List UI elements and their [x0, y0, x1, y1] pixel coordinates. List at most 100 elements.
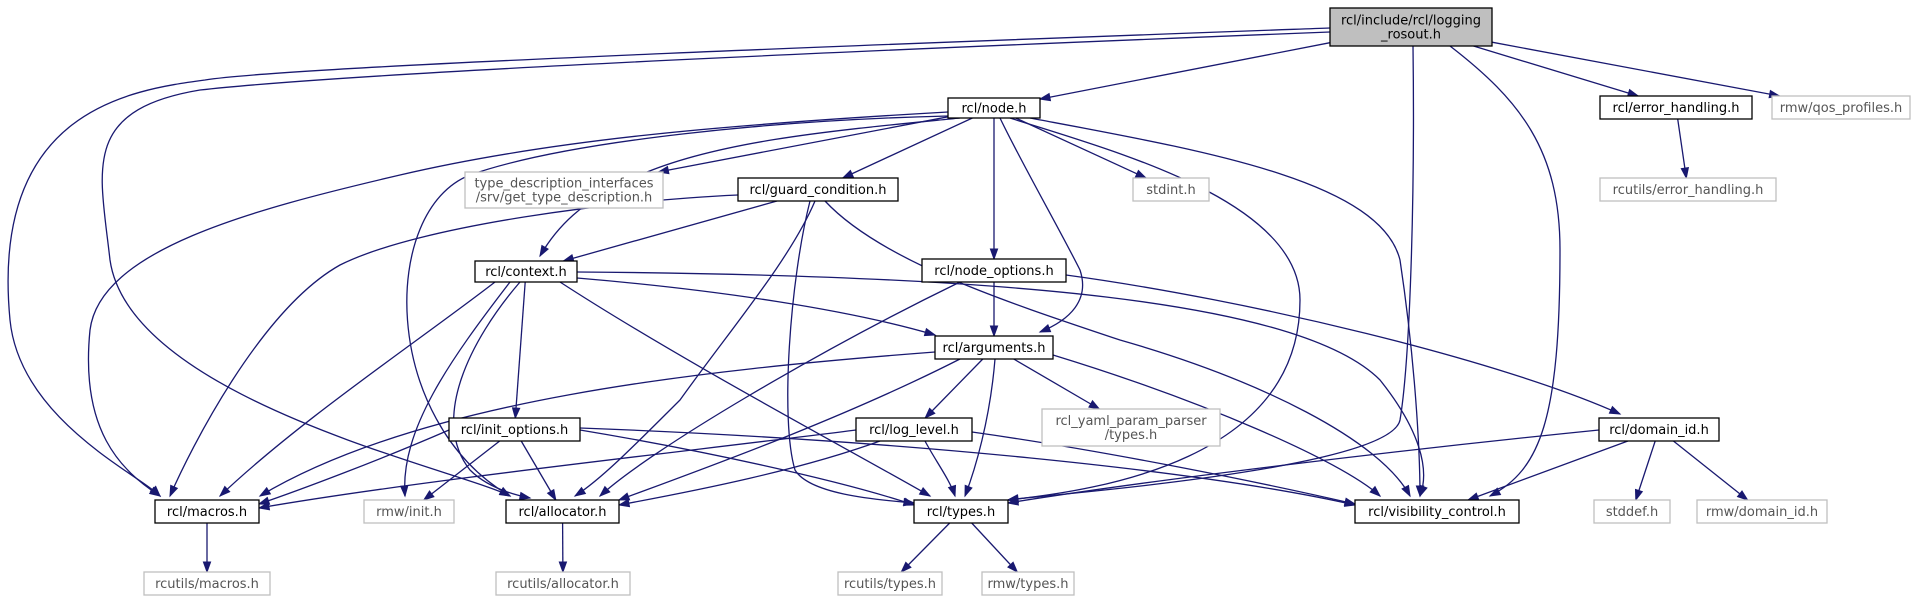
node-box	[837, 571, 943, 596]
node-box	[464, 171, 664, 209]
edge-types-to-rcutils_types	[900, 522, 951, 574]
node-log-level[interactable]: rcl/log_level.h	[855, 417, 973, 442]
node-error-handling[interactable]: rcl/error_handling.h	[1599, 95, 1753, 120]
node-qos-profiles: rmw/qos_profiles.h	[1771, 95, 1911, 120]
edge-init_options-to-types	[579, 429, 916, 506]
node-box	[1598, 417, 1720, 442]
edge-arguments-to-visibility	[1052, 354, 1382, 497]
node-domain-id[interactable]: rcl/domain_id.h	[1598, 417, 1720, 442]
edge-node_options-to-arguments	[989, 282, 999, 338]
node-label: rcl/visibility_control.h	[1368, 505, 1506, 520]
node-box	[1593, 499, 1671, 524]
node-box	[363, 499, 455, 524]
node-label: rcutils/allocator.h	[507, 577, 619, 592]
node-box	[1599, 177, 1777, 202]
edge-context-to-types	[559, 281, 932, 497]
node-label: rmw/types.h	[988, 577, 1069, 592]
edge-context-to-macros	[218, 281, 496, 498]
edge-allocator-to-rcutils_allocator	[558, 522, 568, 574]
node-box	[981, 571, 1075, 596]
node-label: /srv/get_type_description.h	[476, 191, 653, 206]
edge-logging_rosout-to-visibility	[1449, 45, 1561, 497]
node-label: rcl/guard_condition.h	[749, 183, 886, 198]
node-box	[474, 260, 578, 283]
edge-guard_condition-to-types	[787, 200, 916, 507]
node-box	[505, 499, 620, 524]
node-rcutils-types: rcutils/types.h	[837, 571, 943, 596]
edge-arguments-to-types	[964, 358, 996, 498]
node-label: rcl/arguments.h	[943, 341, 1046, 356]
node-label: rcl/types.h	[927, 505, 995, 520]
edge-logging_rosout-to-node	[1038, 42, 1331, 102]
edge-arguments-to-allocator	[617, 358, 961, 501]
node-box	[1354, 499, 1520, 524]
node-context[interactable]: rcl/context.h	[474, 260, 578, 283]
edge-types-to-rmw_types	[971, 522, 1019, 574]
node-box	[737, 177, 899, 202]
node-box	[1599, 95, 1753, 120]
node-label: stddef.h	[1606, 505, 1658, 520]
node-label: rcl/init_options.h	[461, 423, 569, 438]
node-types[interactable]: rcl/types.h	[913, 499, 1009, 524]
edge-log_level-to-macros	[257, 429, 857, 511]
node-box	[154, 499, 260, 524]
node-box	[1041, 408, 1221, 447]
graph-nodes: rcl/include/rcl/logging_rosout.h rcl/node…	[143, 7, 1911, 596]
node-box	[495, 571, 631, 596]
node-allocator[interactable]: rcl/allocator.h	[505, 499, 620, 524]
graph-edges	[7, 27, 1782, 574]
node-arguments[interactable]: rcl/arguments.h	[934, 335, 1054, 360]
edge-error_handling-to-rcutils_error_handling	[1677, 118, 1690, 180]
node-type-desc: type_description_interfaces/srv/get_type…	[464, 171, 664, 209]
edge-arguments-to-yaml_types	[1013, 358, 1101, 410]
node-guard-condition[interactable]: rcl/guard_condition.h	[737, 177, 899, 202]
node-node[interactable]: rcl/node.h	[947, 97, 1041, 119]
edge-log_level-to-types	[924, 440, 957, 498]
node-label: rcl/log_level.h	[869, 423, 959, 438]
edge-context-to-allocator	[453, 281, 532, 501]
edge-guard_condition-to-visibility	[824, 200, 1411, 498]
edge-node-to-arguments	[999, 117, 1084, 333]
edge-node-to-macros	[87, 111, 949, 497]
node-visibility[interactable]: rcl/visibility_control.h	[1354, 499, 1520, 524]
node-label: rmw/domain_id.h	[1706, 505, 1818, 520]
node-label: stdint.h	[1146, 183, 1195, 198]
node-rcutils-macros: rcutils/macros.h	[143, 571, 271, 596]
edge-node_options-to-allocator	[598, 281, 961, 497]
edge-node-to-stdint	[1015, 117, 1148, 179]
node-label: rcutils/types.h	[844, 577, 936, 592]
edge-log_level-to-allocator	[617, 440, 881, 508]
edge-context-to-init_options	[511, 281, 526, 420]
edge-context-to-arguments	[576, 277, 937, 337]
node-label: rcl/domain_id.h	[1609, 423, 1709, 438]
edge-arguments-to-log_level	[924, 358, 984, 420]
edge-domain_id-to-types	[1006, 429, 1600, 506]
node-box	[1329, 7, 1493, 47]
edge-init_options-to-rmw_init	[422, 440, 501, 501]
edge-node-to-node_options	[989, 118, 999, 261]
edge-node-to-context	[539, 117, 961, 258]
node-label: rcl/node_options.h	[934, 264, 1053, 279]
node-label: rcl/allocator.h	[518, 505, 606, 520]
node-label: /types.h	[1105, 428, 1158, 443]
node-label: rcl/error_handling.h	[1613, 101, 1740, 116]
edge-guard_condition-to-allocator	[573, 200, 816, 497]
node-label: rcl/context.h	[485, 265, 567, 280]
node-box	[1696, 499, 1828, 524]
node-init-options[interactable]: rcl/init_options.h	[448, 417, 581, 442]
node-label: rcutils/error_handling.h	[1613, 183, 1764, 198]
node-label: type_description_interfaces	[474, 177, 653, 192]
node-box	[143, 571, 271, 596]
node-box	[934, 335, 1054, 360]
node-macros[interactable]: rcl/macros.h	[154, 499, 260, 524]
node-node-options[interactable]: rcl/node_options.h	[921, 258, 1067, 283]
edge-init_options-to-macros	[257, 429, 450, 505]
node-logging-rosout[interactable]: rcl/include/rcl/logging_rosout.h	[1329, 7, 1493, 47]
node-label: rcutils/macros.h	[155, 577, 259, 592]
edge-node-to-type_desc	[656, 116, 949, 175]
node-label: _rosout.h	[1380, 28, 1441, 43]
edge-guard_condition-to-macros	[169, 194, 739, 498]
node-label: rmw/init.h	[376, 505, 442, 520]
edge-macros-to-rcutils_macros	[202, 523, 212, 574]
node-box	[448, 417, 581, 442]
